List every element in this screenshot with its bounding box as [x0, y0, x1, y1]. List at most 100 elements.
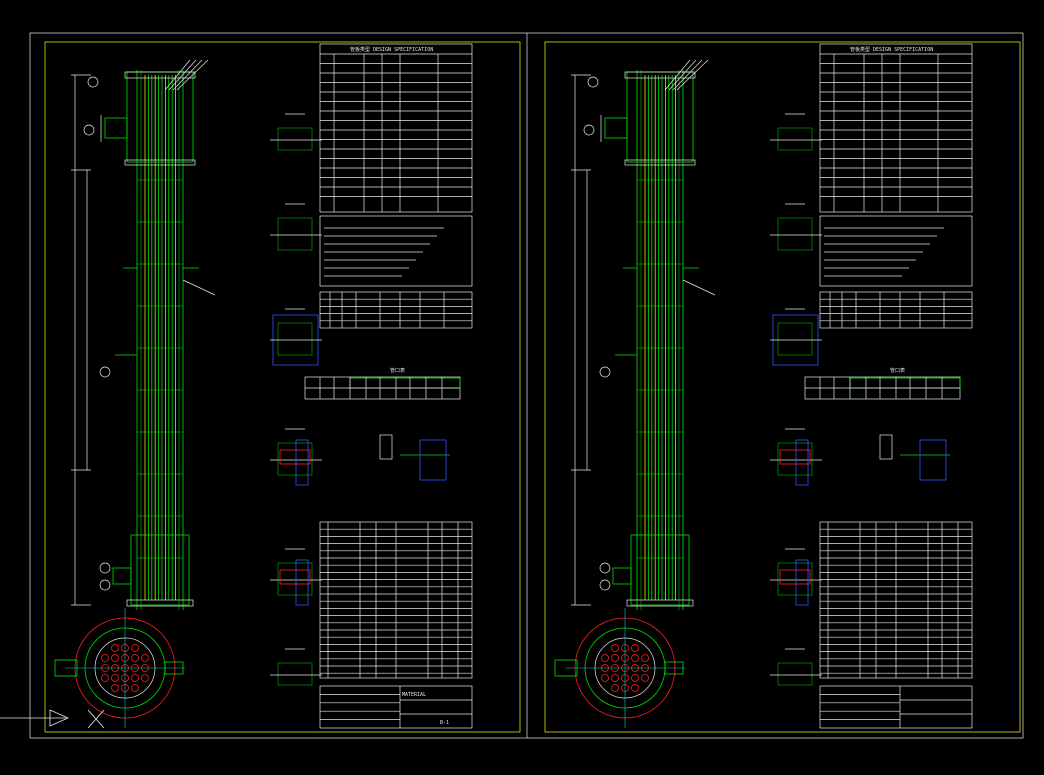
- leader-line: [676, 59, 709, 91]
- item-balloon: [99, 366, 111, 378]
- leader-line: [164, 59, 191, 91]
- inlet-nozzle: [604, 117, 628, 139]
- leader-line: [176, 59, 209, 91]
- section-detail: [270, 113, 322, 151]
- section-detail: [770, 203, 822, 251]
- leader-line: [672, 59, 703, 91]
- bottom-flange: [626, 599, 694, 607]
- weld-section: [779, 569, 811, 585]
- item-balloon: [87, 76, 99, 88]
- section-detail: [770, 113, 822, 151]
- tube-hole: [131, 674, 139, 682]
- nozzle-table: 管口表: [304, 367, 461, 400]
- section-detail: [770, 308, 822, 366]
- bottom-channel: [130, 534, 190, 606]
- material-title: MATERIAL: [402, 692, 426, 698]
- technical-notes: [319, 215, 473, 287]
- tube-hole: [131, 684, 139, 692]
- leader-line: [168, 59, 197, 91]
- leader-line: [172, 59, 203, 91]
- technical-notes: [819, 215, 973, 287]
- right-sheet: 管板类型 DESIGN SPECIFICATION 管口表: [554, 43, 973, 729]
- nozzle-table: 管口表: [804, 367, 961, 400]
- vessel-elevation: [571, 59, 716, 610]
- outlet-nozzle: [612, 567, 632, 585]
- tubesheet-top: [124, 159, 196, 166]
- nozzle-table-title: 管口表: [390, 367, 405, 374]
- tube-hole: [601, 674, 609, 682]
- spec-header: 管板类型 DESIGN SPECIFICATION: [350, 46, 433, 53]
- title-block-code: B-1: [440, 720, 449, 726]
- tube-hole: [111, 644, 119, 652]
- drawing-frame: [29, 32, 1024, 739]
- plan-view: [54, 608, 185, 728]
- section-detail: [270, 428, 322, 486]
- plan-nozzle: [554, 659, 578, 677]
- spec-header: 管板类型 DESIGN SPECIFICATION: [850, 46, 933, 53]
- nozzle-table-title: 管口表: [890, 367, 905, 374]
- section-detail: [270, 203, 322, 251]
- tube-hole: [101, 674, 109, 682]
- item-balloon: [599, 579, 611, 591]
- detail-BB-frame: [419, 439, 447, 481]
- item-balloon: [587, 76, 599, 88]
- tube-hole: [641, 654, 649, 662]
- tube-hole: [101, 654, 109, 662]
- tube-hole: [611, 644, 619, 652]
- section-detail: [270, 308, 322, 366]
- left-sheet: 管板类型 DESIGN SPECIFICATION 管口表 MATERIAL B-1: [54, 43, 473, 729]
- parts-list: [319, 521, 473, 679]
- plan-nozzle: [54, 659, 78, 677]
- revision-table: [819, 291, 973, 329]
- weld-section: [779, 449, 811, 465]
- inlet-nozzle: [104, 117, 128, 139]
- section-detail: [770, 548, 822, 606]
- tube-hole: [601, 654, 609, 662]
- tube-hole: [611, 654, 619, 662]
- right-sheet-border: [544, 41, 1021, 733]
- tube-hole: [631, 644, 639, 652]
- outlet-nozzle: [112, 567, 132, 585]
- tubesheet-top: [624, 159, 696, 166]
- top-flange: [124, 71, 196, 79]
- weld-section: [279, 449, 311, 465]
- detail-BB: [379, 434, 393, 460]
- plan-nozzle: [164, 661, 184, 675]
- tube-hole: [631, 654, 639, 662]
- detail-BB-frame: [919, 439, 947, 481]
- title-block: [819, 685, 973, 729]
- detail-BB: [879, 434, 893, 460]
- design-spec-table: 管板类型 DESIGN SPECIFICATION: [819, 43, 973, 213]
- item-balloon: [599, 366, 611, 378]
- section-detail: [270, 648, 322, 686]
- tube-hole: [131, 654, 139, 662]
- revision-table: [319, 291, 473, 329]
- tube-hole: [111, 684, 119, 692]
- tube-hole: [141, 654, 149, 662]
- vessel-elevation: [71, 59, 216, 610]
- leader-line: [682, 279, 716, 296]
- tube-hole: [641, 674, 649, 682]
- top-flange: [624, 71, 696, 79]
- tube-hole: [611, 684, 619, 692]
- bottom-channel: [630, 534, 690, 606]
- bottom-flange: [126, 599, 194, 607]
- tube-hole: [111, 654, 119, 662]
- section-detail: [270, 548, 322, 606]
- section-detail: [770, 648, 822, 686]
- tube-hole: [141, 674, 149, 682]
- title-block: MATERIAL B-1: [319, 685, 473, 729]
- leader-line: [668, 59, 697, 91]
- tube-hole: [131, 644, 139, 652]
- tube-hole: [111, 674, 119, 682]
- leader-line: [182, 279, 216, 296]
- leader-line: [664, 59, 691, 91]
- tube-hole: [631, 674, 639, 682]
- item-balloon: [583, 124, 595, 136]
- left-sheet-border: [44, 41, 521, 733]
- parts-list: [819, 521, 973, 679]
- item-balloon: [599, 562, 611, 574]
- item-balloon: [83, 124, 95, 136]
